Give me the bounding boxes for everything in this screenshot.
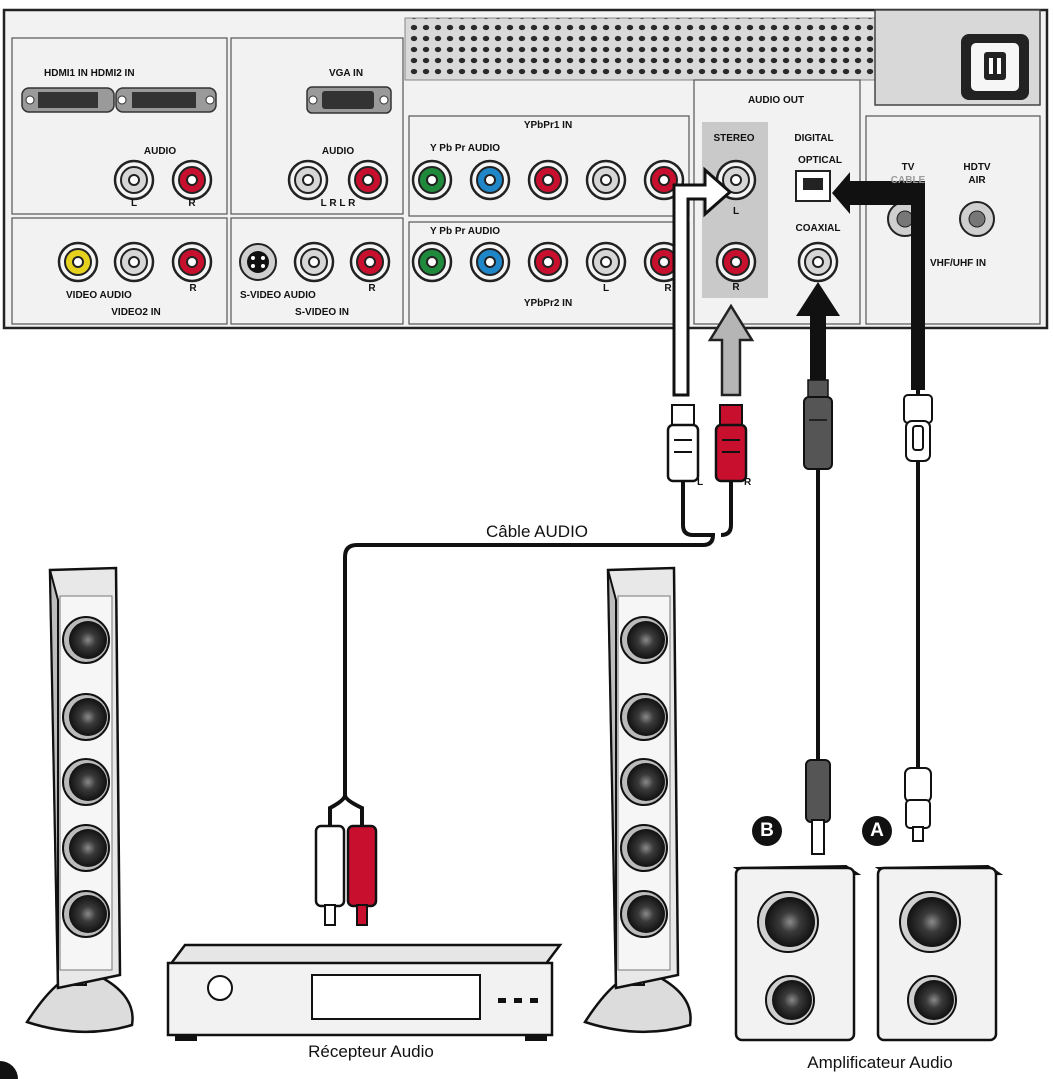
- stereo-r-label: R: [732, 282, 740, 293]
- optical-port-icon: [795, 170, 831, 202]
- optical-plug-top: [903, 394, 933, 462]
- vhf-uhf-label: VHF/UHF IN: [929, 258, 987, 269]
- stereo-r-arrow: [707, 303, 755, 397]
- receiver-plug-white: [314, 824, 346, 926]
- svideo-port-icon: [239, 243, 277, 281]
- ypbpr2-l-label: L: [602, 283, 610, 294]
- stereo-r-jack: [715, 241, 757, 283]
- audio-out-label: AUDIO OUT: [747, 95, 805, 106]
- tower-speaker-left: [25, 566, 134, 1034]
- video2-audio-r-jack: [171, 241, 213, 283]
- ypbpr2-pr-jack: [527, 241, 569, 283]
- ypbpr1-audio-l-jack: [585, 159, 627, 201]
- digital-label: DIGITAL: [794, 133, 834, 144]
- stereo-label: STEREO: [713, 133, 755, 144]
- receiver-plug-red: [346, 824, 378, 926]
- amplifier-label: Amplificateur Audio: [807, 1053, 953, 1072]
- video-r-label: R: [189, 283, 197, 294]
- tower-speakers: [25, 566, 692, 1034]
- svideo-audio-l-jack: [293, 241, 335, 283]
- ypbpr1-y-jack: [411, 159, 453, 201]
- plug-l-label: L: [697, 477, 704, 488]
- power-socket-icon: [961, 34, 1029, 100]
- vga-port-icon: [306, 86, 392, 114]
- vga-audio-r-jack: [347, 159, 389, 201]
- badge-a: A: [862, 816, 892, 846]
- audio-receiver: [166, 943, 563, 1041]
- hdmi-audio-l-label: L: [130, 198, 138, 209]
- amplifier-speakers: [732, 864, 1004, 1042]
- plug-r-red: [714, 404, 748, 483]
- amplifier-coaxial-plug: [805, 759, 831, 855]
- hdmi-audio-label: AUDIO: [143, 146, 177, 157]
- hdtv-air-antenna-port-icon: [959, 201, 995, 237]
- ypbpr1-pb-jack: [469, 159, 511, 201]
- air-label: AIR: [968, 175, 986, 186]
- svideo-r-label: R: [368, 283, 376, 294]
- vent-grille: [405, 18, 875, 80]
- amplifier-speaker-b: [732, 864, 862, 1042]
- ypbpr2-r-label: R: [664, 283, 672, 294]
- coaxial-label: COAXIAL: [795, 223, 841, 234]
- ypbpr2-audio-l-jack: [585, 241, 627, 283]
- video-audio-label: VIDEO AUDIO: [66, 290, 132, 301]
- vga-audio-lrlr-label: L R L R: [320, 198, 356, 209]
- ypbpr2-label: YPbPr2 IN: [523, 298, 573, 309]
- hdmi-label: HDMI1 IN HDMI2 IN: [44, 68, 135, 79]
- plug-l-white: [666, 404, 700, 483]
- hdmi-audio-l-jack: [113, 159, 155, 201]
- ypbpr1-pr-jack: [527, 159, 569, 201]
- hdmi1-port-icon: [21, 87, 115, 113]
- ypbpr2-y-jack: [411, 241, 453, 283]
- coaxial-plug-top: [803, 379, 833, 470]
- tower-speaker-right: [583, 566, 692, 1034]
- vga-audio-label: AUDIO: [321, 146, 355, 157]
- video2-in-label: VIDEO2 IN: [111, 307, 161, 318]
- vga-label: VGA IN: [328, 68, 364, 79]
- plug-r-label: R: [744, 477, 752, 488]
- hdtv-label: HDTV: [963, 162, 991, 173]
- tv-back-panel: [2, 8, 1049, 330]
- svideo-audio-r-jack: [349, 241, 391, 283]
- audio-cable-line: [343, 470, 716, 795]
- badge-b: B: [752, 816, 782, 846]
- ypbpr2-audio-label: Y Pb Pr AUDIO: [430, 226, 501, 237]
- svideo-in-label: S-VIDEO IN: [295, 307, 349, 318]
- optical-arrow: [832, 172, 925, 390]
- receiver-label: Récepteur Audio: [308, 1042, 434, 1061]
- cable-label: CABLE: [890, 175, 926, 186]
- stereo-l-label: L: [732, 206, 740, 217]
- ypbpr1-audio-label: Y Pb Pr AUDIO: [430, 143, 501, 154]
- audio-cable-label: Câble AUDIO: [485, 522, 589, 541]
- ypbpr1-label: YPbPr1 IN: [523, 120, 573, 131]
- amplifier-speaker-a: [874, 864, 1004, 1042]
- stereo-l-arrow: [672, 166, 733, 397]
- video2-audio-l-jack: [113, 241, 155, 283]
- ypbpr2-pb-jack: [469, 241, 511, 283]
- tv-label: TV: [901, 162, 915, 173]
- vga-audio-l-jack: [287, 159, 329, 201]
- hdmi2-port-icon: [115, 87, 217, 113]
- optical-label: OPTICAL: [798, 155, 842, 166]
- coaxial-jack: [797, 241, 839, 283]
- hdmi-audio-r-label: R: [188, 198, 196, 209]
- svideo-audio-label: S-VIDEO AUDIO: [240, 290, 316, 301]
- amplifier-optical-plug: [904, 767, 932, 842]
- video2-video-jack: [57, 241, 99, 283]
- hdmi-audio-r-jack: [171, 159, 213, 201]
- coaxial-arrow: [796, 282, 840, 380]
- corner-marker: [0, 1061, 18, 1079]
